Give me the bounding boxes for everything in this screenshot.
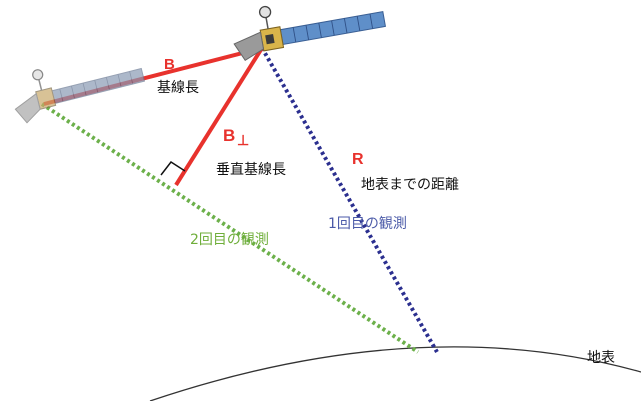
ground-label: 地表 bbox=[587, 350, 615, 366]
observation-1-label: 1回目の観測 bbox=[328, 215, 407, 232]
observation-2-label: 2回目の観測 bbox=[190, 231, 269, 248]
range-symbol: R bbox=[352, 151, 364, 168]
baseline-symbol: B bbox=[164, 56, 175, 73]
baseline-label: 基線長 bbox=[157, 79, 199, 96]
perpendicular-subscript: ⊥ bbox=[237, 132, 249, 148]
perpendicular-baseline-line bbox=[174, 46, 264, 187]
perpendicular-baseline-label: 垂直基線長 bbox=[216, 161, 286, 178]
perpendicular-baseline-symbol: B bbox=[223, 126, 235, 145]
satellite-icon bbox=[14, 67, 146, 124]
range-label: 地表までの距離 bbox=[361, 176, 459, 193]
satellite-icon bbox=[233, 5, 387, 61]
right-angle-marker bbox=[160, 160, 186, 176]
earth-surface-curve bbox=[149, 346, 641, 401]
observation-line-1 bbox=[260, 47, 439, 353]
